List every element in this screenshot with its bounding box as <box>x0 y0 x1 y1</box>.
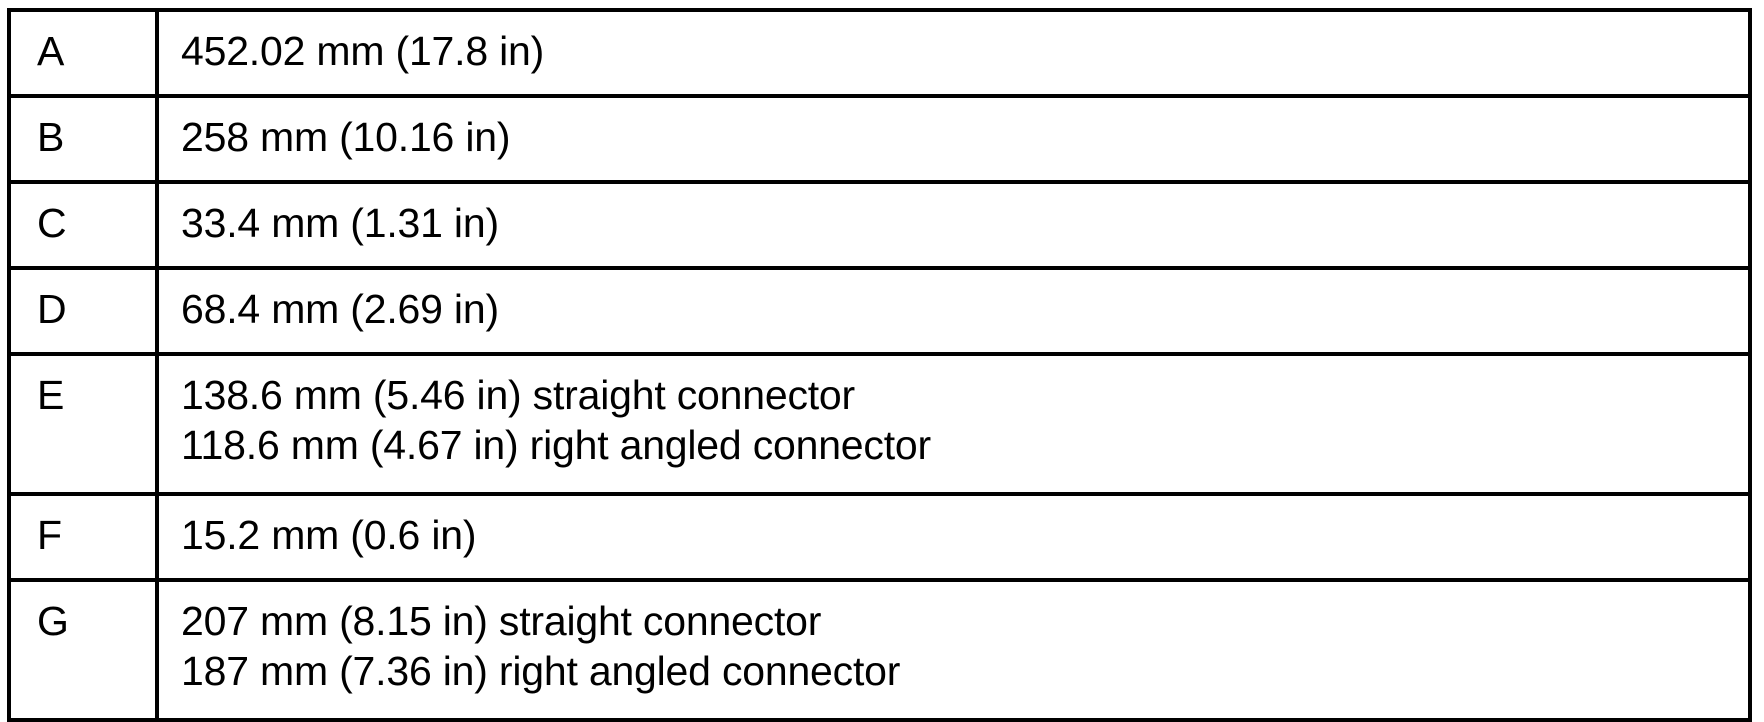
row-label: C <box>37 200 67 246</box>
dimension-table: A 452.02 mm (17.8 in) B 258 mm (10.16 in… <box>7 8 1752 722</box>
table-row: E 138.6 mm (5.46 in) straight connector … <box>7 352 1752 496</box>
row-label: D <box>37 286 67 332</box>
table-cell-label: B <box>7 94 159 184</box>
table-row: D 68.4 mm (2.69 in) <box>7 266 1752 356</box>
table-cell-label: C <box>7 180 159 270</box>
row-label: F <box>37 512 62 558</box>
row-value: 138.6 mm (5.46 in) straight connector 11… <box>181 372 931 468</box>
table-row: F 15.2 mm (0.6 in) <box>7 492 1752 582</box>
table-cell-label: F <box>7 492 159 582</box>
table-row: B 258 mm (10.16 in) <box>7 94 1752 184</box>
table-cell-value: 258 mm (10.16 in) <box>155 94 1752 184</box>
table-cell-label: G <box>7 578 159 722</box>
row-value: 207 mm (8.15 in) straight connector 187 … <box>181 598 901 694</box>
row-value: 452.02 mm (17.8 in) <box>181 28 545 74</box>
dimension-table-body: A 452.02 mm (17.8 in) B 258 mm (10.16 in… <box>7 8 1752 722</box>
table-cell-value: 207 mm (8.15 in) straight connector 187 … <box>155 578 1752 722</box>
row-value: 15.2 mm (0.6 in) <box>181 512 477 558</box>
row-label: A <box>37 28 65 74</box>
table-row: G 207 mm (8.15 in) straight connector 18… <box>7 578 1752 722</box>
row-value: 68.4 mm (2.69 in) <box>181 286 499 332</box>
table-row: A 452.02 mm (17.8 in) <box>7 8 1752 98</box>
table-cell-value: 15.2 mm (0.6 in) <box>155 492 1752 582</box>
table-cell-label: E <box>7 352 159 496</box>
table-cell-label: D <box>7 266 159 356</box>
table-cell-value: 33.4 mm (1.31 in) <box>155 180 1752 270</box>
row-value: 258 mm (10.16 in) <box>181 114 511 160</box>
table-cell-value: 138.6 mm (5.46 in) straight connector 11… <box>155 352 1752 496</box>
row-label: B <box>37 114 65 160</box>
table-cell-value: 68.4 mm (2.69 in) <box>155 266 1752 356</box>
table-cell-value: 452.02 mm (17.8 in) <box>155 8 1752 98</box>
row-label: E <box>37 372 65 418</box>
table-cell-label: A <box>7 8 159 98</box>
row-value: 33.4 mm (1.31 in) <box>181 200 499 246</box>
row-label: G <box>37 598 69 644</box>
table-row: C 33.4 mm (1.31 in) <box>7 180 1752 270</box>
